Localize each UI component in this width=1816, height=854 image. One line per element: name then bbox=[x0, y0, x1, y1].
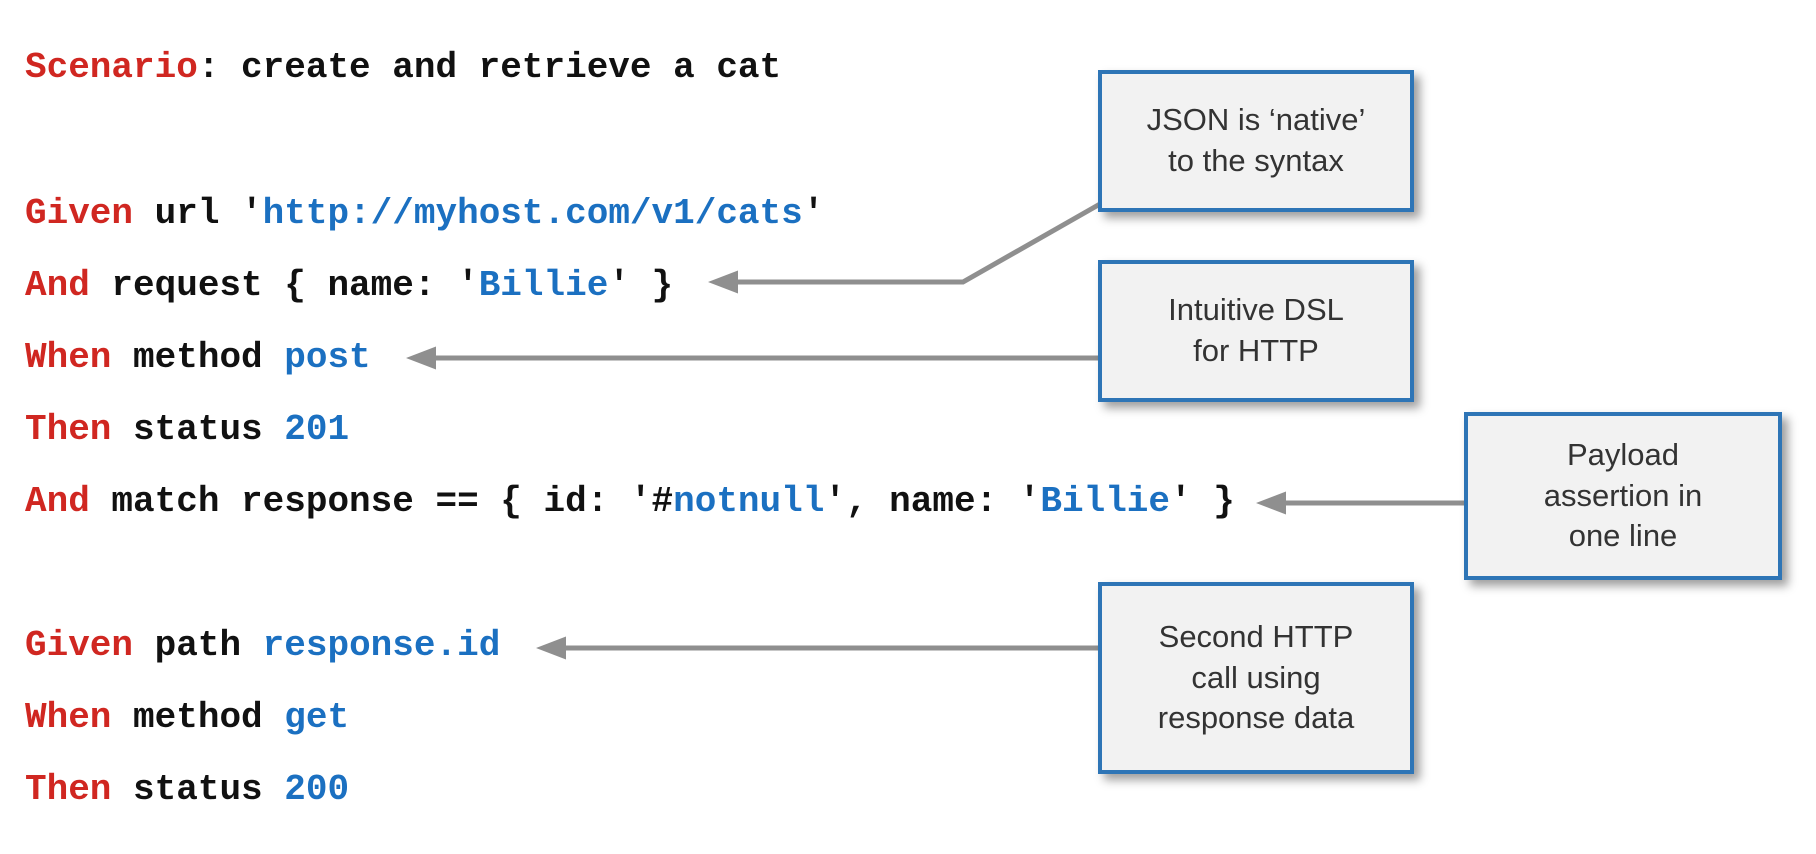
code-segment: request { name: ' bbox=[89, 265, 479, 306]
code-segment: ' } bbox=[1170, 481, 1235, 522]
callout-line: call using bbox=[1191, 659, 1321, 695]
code-segment: And bbox=[25, 265, 90, 306]
code-line-and-request: And request { name: 'Billie' } bbox=[25, 264, 673, 308]
code-segment: ' bbox=[802, 193, 825, 234]
code-segment: get bbox=[284, 697, 350, 738]
code-segment: Billie bbox=[1040, 481, 1171, 522]
callout-second-call: Second HTTP call using response data bbox=[1098, 582, 1414, 774]
callout-line: to the syntax bbox=[1168, 143, 1344, 178]
code-line-given-url: Given url 'http://myhost.com/v1/cats' bbox=[25, 192, 824, 236]
connector-line-json-native bbox=[736, 201, 1102, 285]
code-segment: http://myhost.com/v1/cats bbox=[262, 193, 803, 234]
arrowhead-icon bbox=[1256, 491, 1286, 515]
code-line-when-post: When method post bbox=[25, 336, 371, 380]
code-segment: ' } bbox=[608, 265, 674, 306]
code-segment: Then bbox=[25, 769, 112, 810]
code-line-then-201: Then status 201 bbox=[25, 408, 349, 452]
callout-line: one line bbox=[1568, 518, 1678, 554]
code-segment: notnull bbox=[673, 481, 825, 522]
callout-intuitive-dsl: Intuitive DSL for HTTP bbox=[1098, 260, 1414, 402]
callout-payload-assertion: Payload assertion in one line bbox=[1464, 412, 1782, 580]
code-segment: ', name: ' bbox=[824, 481, 1041, 522]
code-segment: And bbox=[25, 481, 90, 522]
code-segment: Given bbox=[25, 193, 134, 234]
code-line-and-match: And match response == { id: '#notnull', … bbox=[25, 480, 1235, 524]
code-segment: match response == { id: '# bbox=[89, 481, 674, 522]
callout-line: JSON is ‘native’ bbox=[1146, 102, 1366, 138]
code-segment: Scenario bbox=[25, 47, 198, 88]
code-segment: Then bbox=[25, 409, 112, 450]
callout-line: assertion in bbox=[1543, 477, 1703, 513]
code-segment: url ' bbox=[133, 193, 263, 234]
code-segment: response.id bbox=[262, 625, 501, 666]
code-segment: When bbox=[25, 337, 112, 378]
code-segment: : create and retrieve a cat bbox=[197, 47, 782, 88]
code-segment: method bbox=[111, 697, 285, 738]
code-segment: 200 bbox=[284, 769, 350, 810]
code-segment: path bbox=[133, 625, 263, 666]
callout-line: Intuitive DSL bbox=[1168, 292, 1344, 328]
code-segment: status bbox=[111, 769, 285, 810]
callout-line: for HTTP bbox=[1193, 333, 1319, 368]
callout-line: Payload bbox=[1566, 436, 1680, 472]
code-segment: Billie bbox=[478, 265, 609, 306]
arrowhead-icon bbox=[536, 636, 566, 660]
code-segment: 201 bbox=[284, 409, 350, 450]
code-line-scenario: Scenario: create and retrieve a cat bbox=[25, 46, 781, 90]
callout-line: Second HTTP bbox=[1158, 618, 1354, 654]
code-segment: Given bbox=[25, 625, 134, 666]
code-segment: status bbox=[111, 409, 285, 450]
code-line-given-path: Given path response.id bbox=[25, 624, 500, 668]
code-segment: post bbox=[284, 337, 371, 378]
callout-line: response data bbox=[1157, 700, 1355, 736]
arrowhead-icon bbox=[406, 346, 436, 370]
code-segment: When bbox=[25, 697, 112, 738]
arrowhead-icon bbox=[708, 270, 738, 294]
code-line-when-get: When method get bbox=[25, 696, 349, 740]
code-segment: method bbox=[111, 337, 285, 378]
callout-json-native: JSON is ‘native’ to the syntax bbox=[1098, 70, 1414, 212]
code-line-then-200: Then status 200 bbox=[25, 768, 349, 812]
